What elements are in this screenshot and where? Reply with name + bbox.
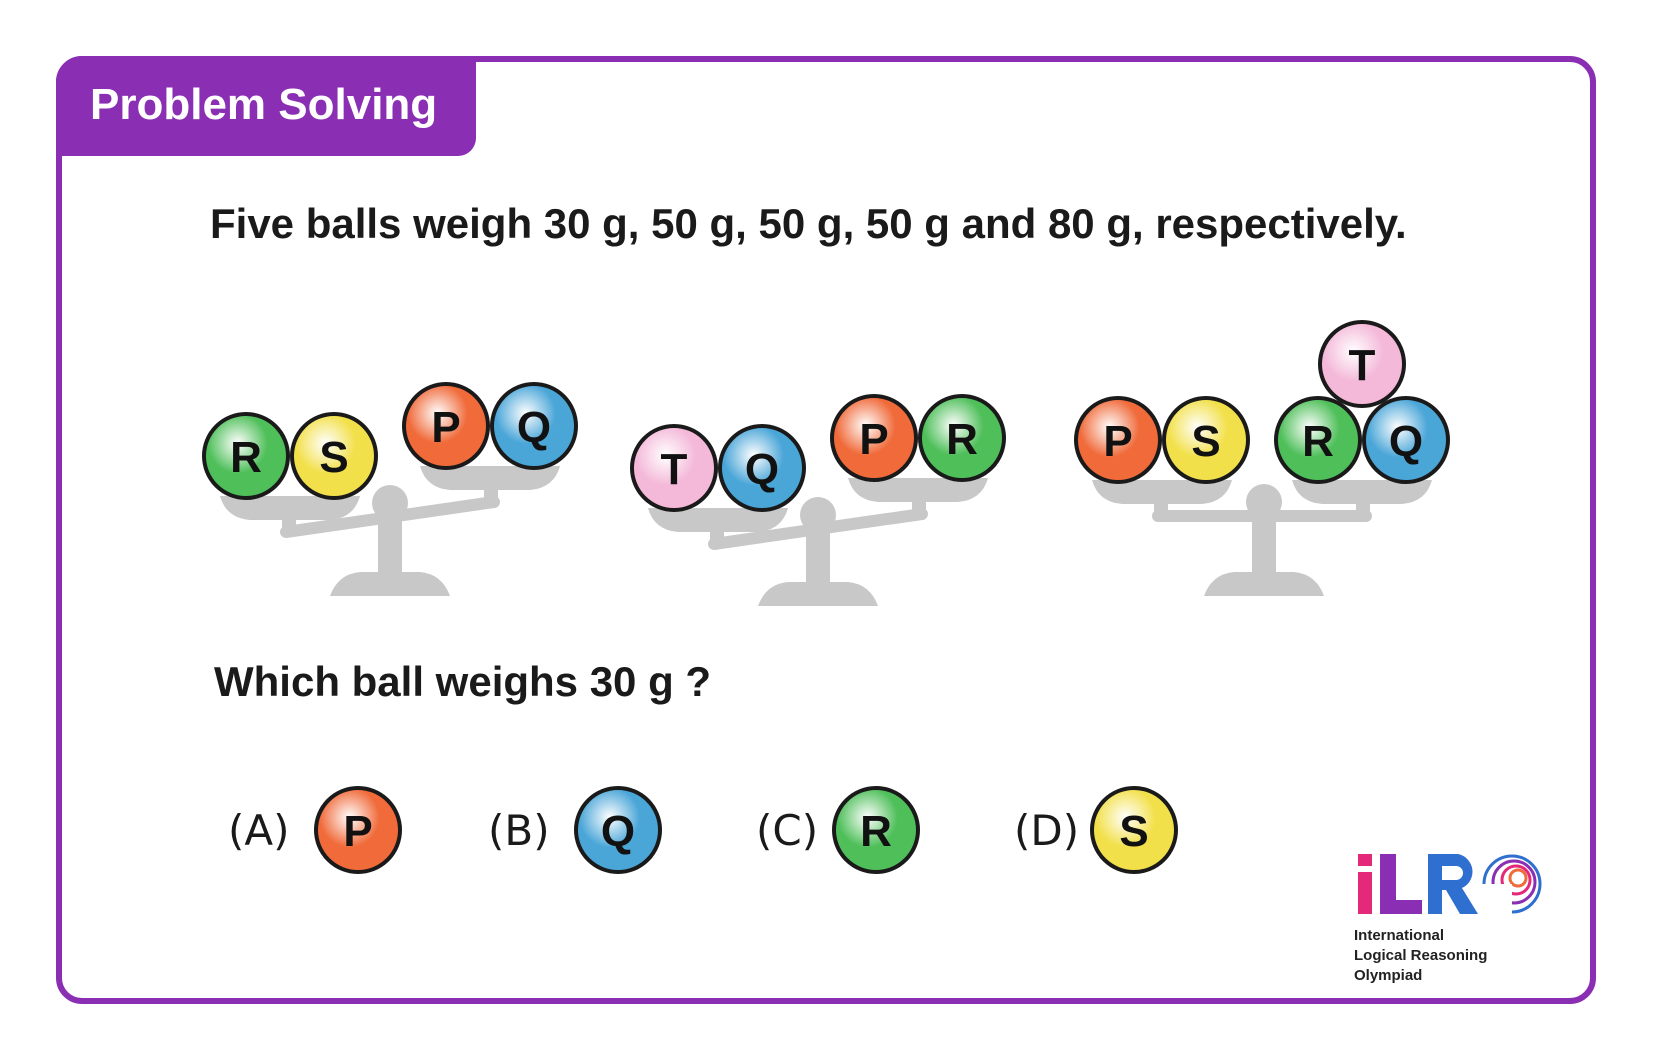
scale-post (1252, 520, 1276, 576)
logo-line-3: Olympiad (1354, 966, 1487, 986)
ball-q-scale1-right: Q (492, 384, 576, 468)
ball-label: T (661, 445, 688, 494)
ball-label: Q (601, 807, 635, 856)
ball-s-scale3-left: S (1164, 398, 1248, 482)
question-text: Which ball weighs 30 g ? (214, 658, 711, 706)
ball-label: S (319, 433, 348, 482)
logo-line-2: Logical Reasoning (1354, 946, 1487, 966)
scale-post (378, 520, 402, 576)
ball-label: Q (517, 403, 551, 452)
ball-label: R (1302, 417, 1334, 466)
ball-label: Q (745, 445, 779, 494)
ball-r-scale3-right: R (1276, 398, 1360, 482)
ball-r-scale2-right: R (920, 396, 1004, 480)
ball-p-scale1-right: P (404, 384, 488, 468)
ball-label: Q (1389, 417, 1423, 466)
option-b-label[interactable]: (B) (488, 806, 550, 855)
ball-q-scale3-right: Q (1364, 398, 1448, 482)
logo-line-1: International (1354, 926, 1487, 946)
option-a-ball[interactable]: P (316, 788, 400, 872)
ball-t-scale2-left: T (632, 426, 716, 510)
option-b-ball[interactable]: Q (576, 788, 660, 872)
ball-s-scale1-left: S (292, 414, 376, 498)
scale-post (806, 530, 830, 586)
ball-label: T (1349, 341, 1376, 390)
ball-q-scale2-left: Q (720, 426, 804, 510)
ball-label: P (431, 403, 460, 452)
ball-p-scale2-right: P (832, 396, 916, 480)
ball-p-scale3-left: P (1076, 398, 1160, 482)
option-c-label[interactable]: (C) (756, 806, 818, 855)
balance-scale-3 (1092, 480, 1432, 596)
ilro-logo (1350, 844, 1570, 924)
logo-caption: International Logical Reasoning Olympiad (1354, 926, 1487, 986)
option-d-label[interactable]: (D) (1014, 806, 1079, 855)
ball-label: P (1103, 417, 1132, 466)
ball-label: S (1191, 417, 1220, 466)
ball-label: R (230, 433, 262, 482)
option-c-ball[interactable]: R (834, 788, 918, 872)
ball-r-scale1-left: R (204, 414, 288, 498)
option-a-label[interactable]: (A) (228, 806, 290, 855)
ball-label: R (946, 415, 978, 464)
ball-label: P (343, 807, 372, 856)
ball-t-scale3-right: T (1320, 322, 1404, 406)
option-d-ball[interactable]: S (1092, 788, 1176, 872)
ball-label: S (1119, 807, 1148, 856)
ball-label: P (859, 415, 888, 464)
ball-label: R (860, 807, 892, 856)
